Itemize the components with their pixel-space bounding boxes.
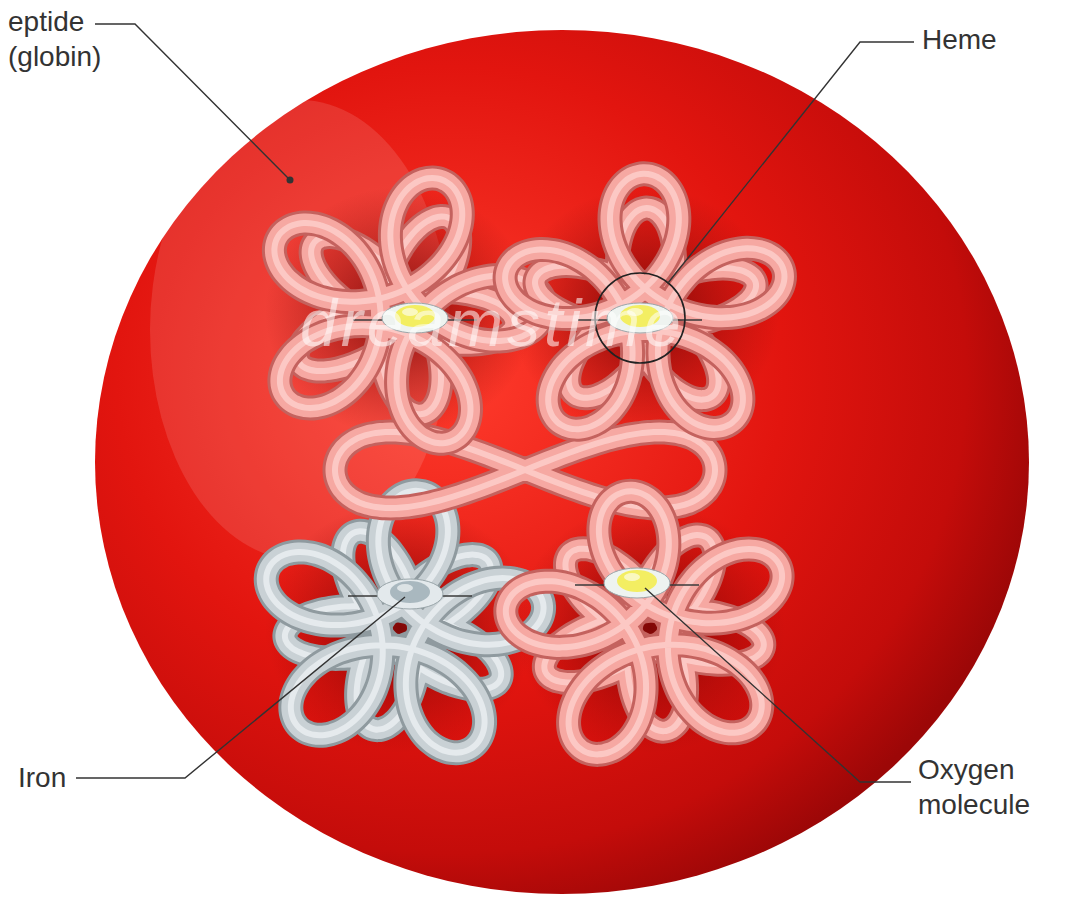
heme-shine xyxy=(397,584,413,592)
part-label: eptide (globin) xyxy=(8,4,126,74)
heme-disc xyxy=(377,579,443,609)
oxygen-molecule xyxy=(617,570,657,592)
heme-group xyxy=(348,579,472,609)
leader-line xyxy=(645,588,911,782)
iron-atom xyxy=(390,581,430,603)
red-blood-cell xyxy=(95,30,1029,894)
heme-shine xyxy=(624,573,640,581)
part-label: Heme xyxy=(922,22,1052,57)
leader-dot xyxy=(287,177,294,184)
heme-group xyxy=(575,568,699,598)
globin-chain xyxy=(506,491,782,754)
globin-chain-shine xyxy=(506,491,782,754)
leader-line xyxy=(95,24,288,178)
leader-line xyxy=(668,42,914,283)
globin-strand xyxy=(506,491,782,754)
watermark: dreamstime xyxy=(300,282,820,365)
heme-disc xyxy=(604,568,670,598)
part-label: Oxygen molecule xyxy=(918,752,1048,822)
part-label: Iron xyxy=(18,760,118,795)
globin-chain-outline xyxy=(506,491,782,754)
leader-line xyxy=(76,597,405,778)
